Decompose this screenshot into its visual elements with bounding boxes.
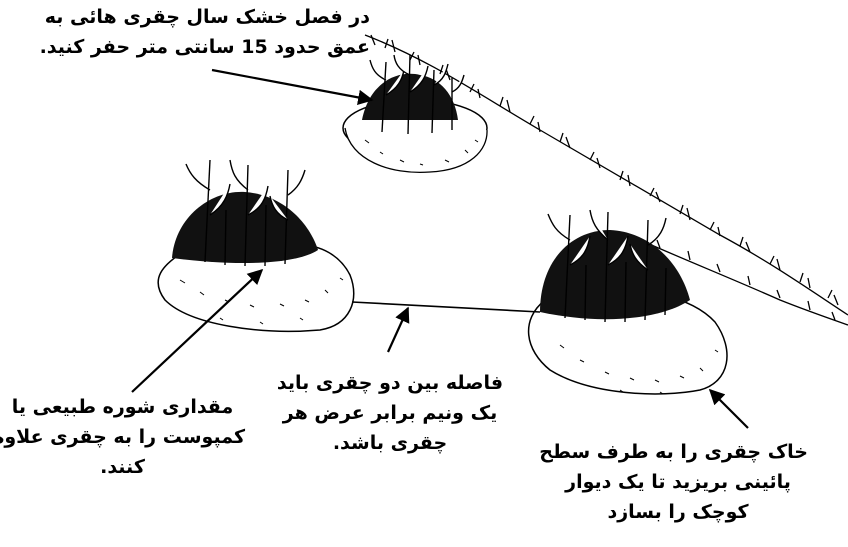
label-spacing-line1: فاصله بین دو چقری باید <box>275 368 505 398</box>
pit-left <box>158 160 354 331</box>
label-dig-line1: در فصل خشک سال چقری هائی به <box>70 2 370 32</box>
label-spacing-line3: چقری باشد. <box>275 428 505 458</box>
label-wall-line3: کوچک را بسازد <box>548 497 808 527</box>
label-dig-line2: عمق حدود 15 سانتی متر حفر کنید. <box>70 32 370 62</box>
label-spacing-line2: یک ونیم برابر عرض هر <box>275 398 505 428</box>
label-compost-line3: کنند. <box>0 452 245 482</box>
spacing-line <box>352 302 540 312</box>
label-dig: در فصل خشک سال چقری هائی به عمق حدود 15 … <box>70 2 370 62</box>
label-spacing: فاصله بین دو چقری باید یک ونیم برابر عرض… <box>275 368 505 458</box>
label-wall: خاک چقری را به طرف سطح پائینی بریزید تا … <box>548 437 808 527</box>
pit-top <box>343 55 487 172</box>
label-compost-line2: کمپوست را به چقری علاوه <box>0 422 245 452</box>
arrow-dig <box>212 70 372 100</box>
arrow-spacing <box>388 308 408 352</box>
label-compost-line1: مقداری شوره طبیعی یا <box>0 392 245 422</box>
label-wall-line1: خاک چقری را به طرف سطح <box>548 437 808 467</box>
label-compost: مقداری شوره طبیعی یا کمپوست را به چقری ع… <box>0 392 245 482</box>
arrow-wall <box>710 390 748 428</box>
pit-right <box>529 210 727 394</box>
label-wall-line2: پائینی بریزید تا یک دیوار <box>548 467 808 497</box>
